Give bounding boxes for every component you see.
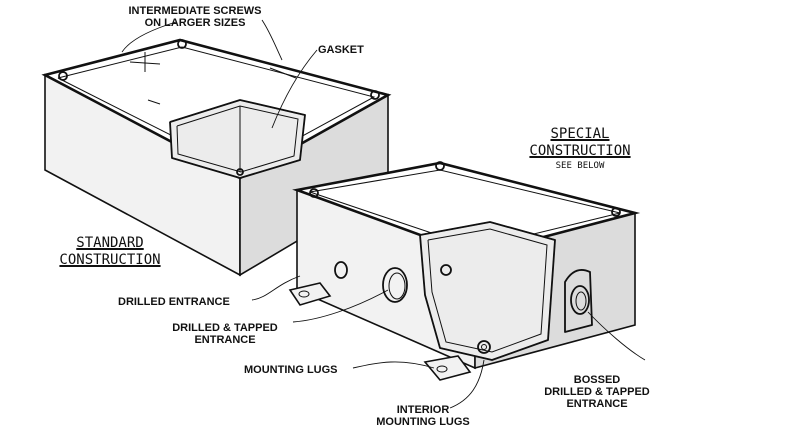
intermediate-screws-label: INTERMEDIATE SCREWS ON LARGER SIZES [110, 5, 280, 29]
interior-lugs-line2: MOUNTING LUGS [376, 416, 470, 428]
mounting-lug-front [423, 355, 472, 381]
bossed-entrance-label: BOSSED DRILLED & TAPPED ENTRANCE [532, 374, 662, 410]
mounting-lug-left [288, 282, 332, 306]
standard-line1: STANDARD [76, 235, 144, 251]
screw-icon [236, 168, 244, 176]
drilled-entrance-hole [334, 261, 348, 279]
drilled-tapped-hole [382, 267, 408, 303]
drilled-tapped-line1: DRILLED & TAPPED [172, 322, 278, 334]
special-line1: SPECIAL [550, 126, 610, 142]
intermediate-screw-mark [147, 99, 161, 105]
screw-icon [177, 39, 187, 49]
interior-lug-icon [477, 340, 491, 354]
interior-lug-icon [440, 264, 452, 276]
special-line2: CONSTRUCTION [529, 143, 631, 159]
standard-enclosure [41, 38, 392, 277]
mounting-lugs-label: MOUNTING LUGS [244, 364, 338, 376]
special-enclosure [288, 161, 641, 381]
special-construction-label: SPECIAL CONSTRUCTION SEE BELOW [500, 126, 660, 172]
special-cutaway [419, 221, 556, 361]
gasket-label: GASKET [318, 44, 364, 56]
interior-mounting-lugs-label: INTERIOR MOUNTING LUGS [368, 404, 478, 428]
intermediate-screw-mark [269, 67, 297, 79]
special-lid [292, 161, 641, 257]
bossed-hole [570, 285, 590, 315]
bossed-line2: DRILLED & TAPPED [544, 386, 650, 398]
standard-line2: CONSTRUCTION [59, 252, 161, 268]
screw-icon [58, 71, 68, 81]
standard-construction-label: STANDARD CONSTRUCTION [30, 235, 190, 269]
intermediate-screws-line2: ON LARGER SIZES [144, 17, 246, 29]
bossed-line3: ENTRANCE [566, 398, 628, 410]
screw-icon [435, 161, 445, 171]
drilled-entrance-label: DRILLED ENTRANCE [118, 296, 230, 308]
screw-icon [611, 207, 621, 217]
intermediate-screws-line1: INTERMEDIATE SCREWS [128, 5, 262, 17]
leader-lines [121, 19, 646, 409]
bossed-line1: BOSSED [573, 374, 621, 386]
drilled-tapped-line2: ENTRANCE [194, 334, 256, 346]
drilled-tapped-label: DRILLED & TAPPED ENTRANCE [160, 322, 290, 346]
screw-icon [309, 188, 319, 198]
screw-icon [370, 90, 380, 100]
interior-lugs-line1: INTERIOR [396, 404, 450, 416]
special-line3: SEE BELOW [555, 161, 605, 171]
